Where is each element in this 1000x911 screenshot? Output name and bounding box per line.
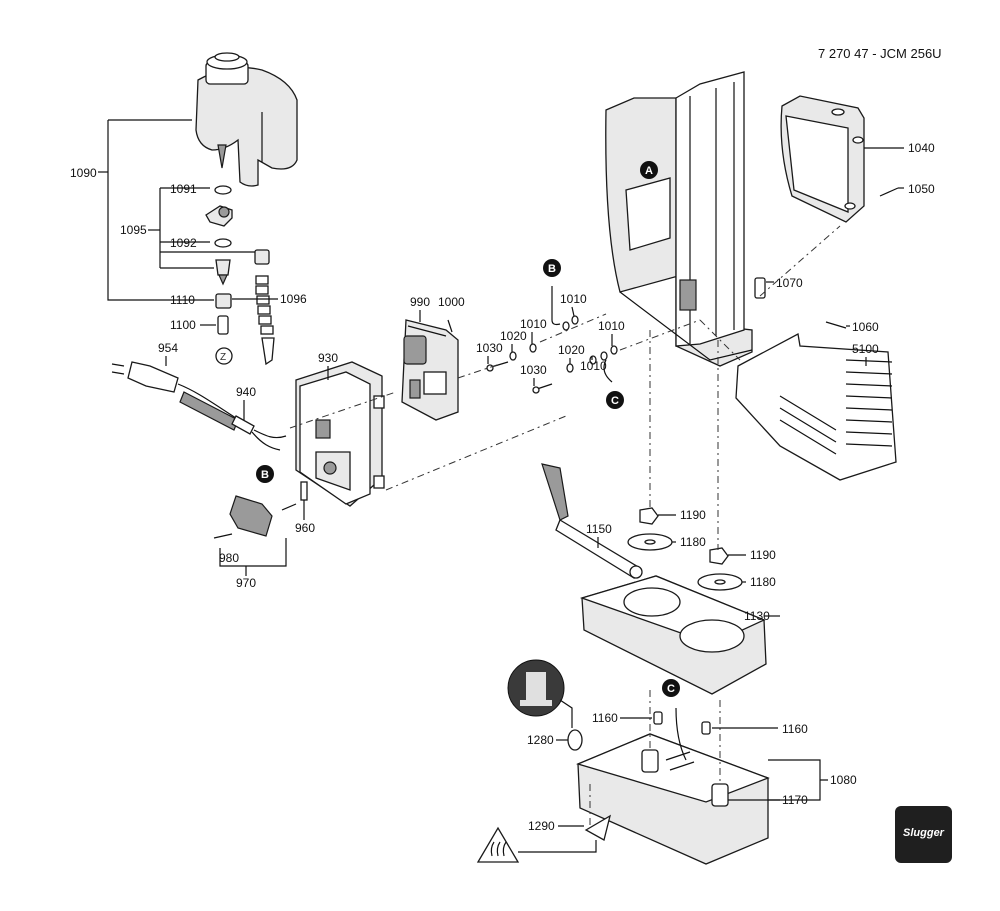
callout-a: A — [640, 161, 658, 179]
base-1130 — [579, 575, 767, 695]
label-1060: 1060 — [852, 320, 879, 334]
label-940: 940 — [236, 385, 256, 399]
label-1010-a: 1010 — [560, 292, 587, 306]
sleeve-1160a — [653, 711, 663, 725]
label-1020-a: 1020 — [500, 329, 527, 343]
svg-text:A: A — [645, 165, 653, 177]
coolant-hose — [254, 249, 275, 366]
feed-handle — [541, 463, 643, 579]
callout-z-circle — [215, 347, 233, 365]
screw-1070 — [754, 277, 766, 299]
callout-b-bottom: B — [256, 465, 274, 483]
svg-text:B: B — [548, 263, 556, 275]
svg-text:B: B — [261, 469, 269, 481]
label-1100: 1100 — [170, 318, 196, 332]
label-1170: 1170 — [782, 793, 808, 807]
svg-text:C: C — [667, 683, 675, 695]
document-code: 7 270 47 - JCM 256U — [818, 46, 942, 61]
drill-frame — [605, 71, 753, 367]
label-1290: 1290 — [528, 819, 555, 833]
label-1180-a: 1180 — [680, 535, 706, 549]
power-cord — [111, 361, 287, 451]
label-1010-d: 1010 — [580, 359, 607, 373]
label-980: 980 — [219, 551, 239, 565]
valve-parts: Z — [205, 185, 233, 365]
decal-1290 — [476, 814, 612, 863]
label-1095: 1095 — [120, 223, 147, 237]
fitting-1170 — [711, 783, 729, 807]
chip-guard — [735, 333, 897, 481]
coolant-tank — [195, 52, 298, 187]
label-1091: 1091 — [170, 182, 197, 196]
label-990: 990 — [410, 295, 430, 309]
fasteners-middle — [486, 286, 618, 394]
callout-z: Z — [220, 352, 226, 363]
label-1010-c: 1010 — [598, 319, 625, 333]
label-1160-b: 1160 — [782, 722, 808, 736]
label-1090: 1090 — [70, 166, 97, 180]
assembly-lines — [289, 225, 841, 826]
screw-1050 — [879, 187, 899, 197]
switch-960 — [300, 481, 308, 501]
label-960: 960 — [295, 521, 315, 535]
label-1096: 1096 — [280, 292, 307, 306]
label-1010-b: 1010 — [520, 317, 547, 331]
label-1000: 1000 — [438, 295, 465, 309]
base-1080 — [576, 707, 770, 865]
screw-1060 — [825, 321, 847, 329]
nuts-washers — [627, 507, 743, 591]
callout-c-top: C — [606, 391, 624, 409]
label-1110: 1110 — [170, 293, 195, 307]
circuit-board — [401, 319, 459, 421]
screw-1000 — [447, 319, 453, 333]
sleeve-1160b — [701, 721, 711, 735]
logo-text: Slugger — [903, 827, 945, 839]
slugger-logo: Slugger — [895, 806, 952, 863]
label-1180-b: 1180 — [750, 575, 776, 589]
fitting-left — [641, 749, 659, 773]
svg-text:C: C — [611, 395, 619, 407]
label-1160-a: 1160 — [592, 711, 618, 725]
label-1130: 1130 — [744, 609, 770, 623]
label-1150: 1150 — [586, 522, 612, 536]
label-1070: 1070 — [776, 276, 803, 290]
label-1030-a: 1030 — [476, 341, 503, 355]
decal-1280 — [507, 659, 583, 751]
label-1092: 1092 — [170, 236, 197, 250]
part-labels: 1090 1091 1095 1092 1096 1110 1100 954 9… — [70, 141, 935, 833]
label-954: 954 — [158, 341, 178, 355]
label-1080: 1080 — [830, 773, 857, 787]
switch-parts — [213, 481, 308, 539]
callout-b-top: B — [543, 259, 561, 277]
label-1030-b: 1030 — [520, 363, 547, 377]
callout-c-bottom: C — [662, 679, 680, 697]
label-1020-b: 1020 — [558, 343, 585, 357]
label-5100: 5100 — [852, 342, 879, 356]
control-box — [295, 361, 385, 507]
motor-cover — [780, 95, 865, 223]
label-1190-a: 1190 — [680, 508, 706, 522]
label-1190-b: 1190 — [750, 548, 776, 562]
label-1280: 1280 — [527, 733, 554, 747]
label-1040: 1040 — [908, 141, 935, 155]
label-970: 970 — [236, 576, 256, 590]
label-930: 930 — [318, 351, 338, 365]
label-1050: 1050 — [908, 182, 935, 196]
